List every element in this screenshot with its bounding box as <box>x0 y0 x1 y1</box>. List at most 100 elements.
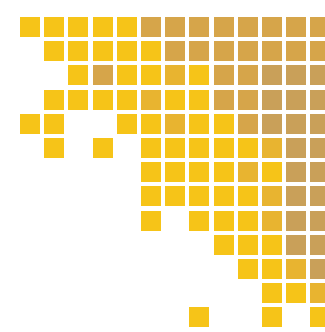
mosaic-tile <box>238 259 258 279</box>
mosaic-tile <box>238 186 258 206</box>
mosaic-tile <box>238 65 258 85</box>
mosaic-tile <box>141 211 161 231</box>
mosaic-tile <box>44 41 64 61</box>
mosaic-tile <box>189 90 209 110</box>
mosaic-tile <box>310 259 325 279</box>
mosaic-tile <box>262 162 282 182</box>
mosaic-tile <box>141 65 161 85</box>
mosaic-tile <box>141 114 161 134</box>
mosaic-tile <box>189 162 209 182</box>
mosaic-tile <box>214 235 234 255</box>
mosaic-tile <box>214 17 234 37</box>
mosaic-tile <box>20 114 40 134</box>
mosaic-tile <box>44 90 64 110</box>
mosaic-tile <box>286 65 306 85</box>
mosaic-tile <box>310 17 325 37</box>
mosaic-tile <box>310 235 325 255</box>
mosaic-tile <box>44 114 64 134</box>
mosaic-tile <box>310 186 325 206</box>
mosaic-tile <box>214 186 234 206</box>
mosaic-tile <box>310 307 325 327</box>
mosaic-tile <box>286 90 306 110</box>
mosaic-tile <box>117 114 137 134</box>
mosaic-tile <box>68 41 88 61</box>
mosaic-tile <box>189 65 209 85</box>
mosaic-tile <box>214 138 234 158</box>
mosaic-tile <box>189 307 209 327</box>
mosaic-tile <box>262 90 282 110</box>
mosaic-tile <box>286 17 306 37</box>
mosaic-tile <box>189 114 209 134</box>
mosaic-tile <box>310 65 325 85</box>
mosaic-tile <box>310 211 325 231</box>
mosaic-tile <box>165 41 185 61</box>
mosaic-tile <box>238 41 258 61</box>
mosaic-tile <box>189 41 209 61</box>
mosaic-tile <box>189 211 209 231</box>
mosaic-tile <box>310 162 325 182</box>
mosaic-tile <box>165 65 185 85</box>
mosaic-tile <box>141 186 161 206</box>
mosaic-tile <box>262 41 282 61</box>
mosaic-tile <box>93 138 113 158</box>
mosaic-tile <box>238 114 258 134</box>
mosaic-tile <box>262 65 282 85</box>
mosaic-tile <box>310 114 325 134</box>
mosaic-tile <box>165 162 185 182</box>
mosaic-tile <box>238 17 258 37</box>
mosaic-tile <box>310 41 325 61</box>
mosaic-tile <box>214 41 234 61</box>
mosaic-tile <box>44 17 64 37</box>
mosaic-tile <box>310 90 325 110</box>
mosaic-tile <box>165 186 185 206</box>
mosaic-tile <box>165 138 185 158</box>
mosaic-tile <box>286 162 306 182</box>
mosaic-tile <box>262 138 282 158</box>
mosaic-tile <box>117 41 137 61</box>
mosaic-tile <box>214 90 234 110</box>
mosaic-tile <box>286 138 306 158</box>
mosaic-tile <box>141 138 161 158</box>
mosaic-tile <box>262 211 282 231</box>
mosaic-tile <box>165 17 185 37</box>
mosaic-tile <box>238 138 258 158</box>
mosaic-tile <box>238 211 258 231</box>
mosaic-tile <box>262 307 282 327</box>
mosaic-tile <box>286 41 306 61</box>
mosaic-tile <box>141 90 161 110</box>
mosaic-tile <box>214 162 234 182</box>
mosaic-tile <box>262 186 282 206</box>
mosaic-tile <box>117 90 137 110</box>
mosaic-tile <box>262 259 282 279</box>
mosaic-tile <box>141 17 161 37</box>
mosaic-tile <box>286 283 306 303</box>
mosaic-tile <box>93 41 113 61</box>
mosaic-tile <box>68 17 88 37</box>
mosaic-tile <box>214 114 234 134</box>
mosaic-tile <box>68 90 88 110</box>
mosaic-tile <box>238 235 258 255</box>
mosaic-tile <box>286 114 306 134</box>
mosaic-tile <box>310 138 325 158</box>
mosaic-tile <box>117 65 137 85</box>
mosaic-tile <box>93 17 113 37</box>
mosaic-tile <box>93 90 113 110</box>
mosaic-tile <box>238 90 258 110</box>
mosaic-tile <box>286 235 306 255</box>
mosaic-tile <box>165 90 185 110</box>
mosaic-tile <box>141 41 161 61</box>
mosaic-tile <box>238 162 258 182</box>
mosaic-tile <box>189 17 209 37</box>
mosaic-tile <box>68 65 88 85</box>
mosaic-tile <box>286 211 306 231</box>
mosaic-tile <box>189 138 209 158</box>
mosaic-tile <box>165 114 185 134</box>
mosaic-tile <box>117 17 137 37</box>
mosaic-tile <box>310 283 325 303</box>
mosaic-tile <box>286 186 306 206</box>
mosaic-tile <box>262 17 282 37</box>
mosaic-tile <box>262 114 282 134</box>
mosaic-tile <box>44 138 64 158</box>
mosaic-tile <box>214 211 234 231</box>
